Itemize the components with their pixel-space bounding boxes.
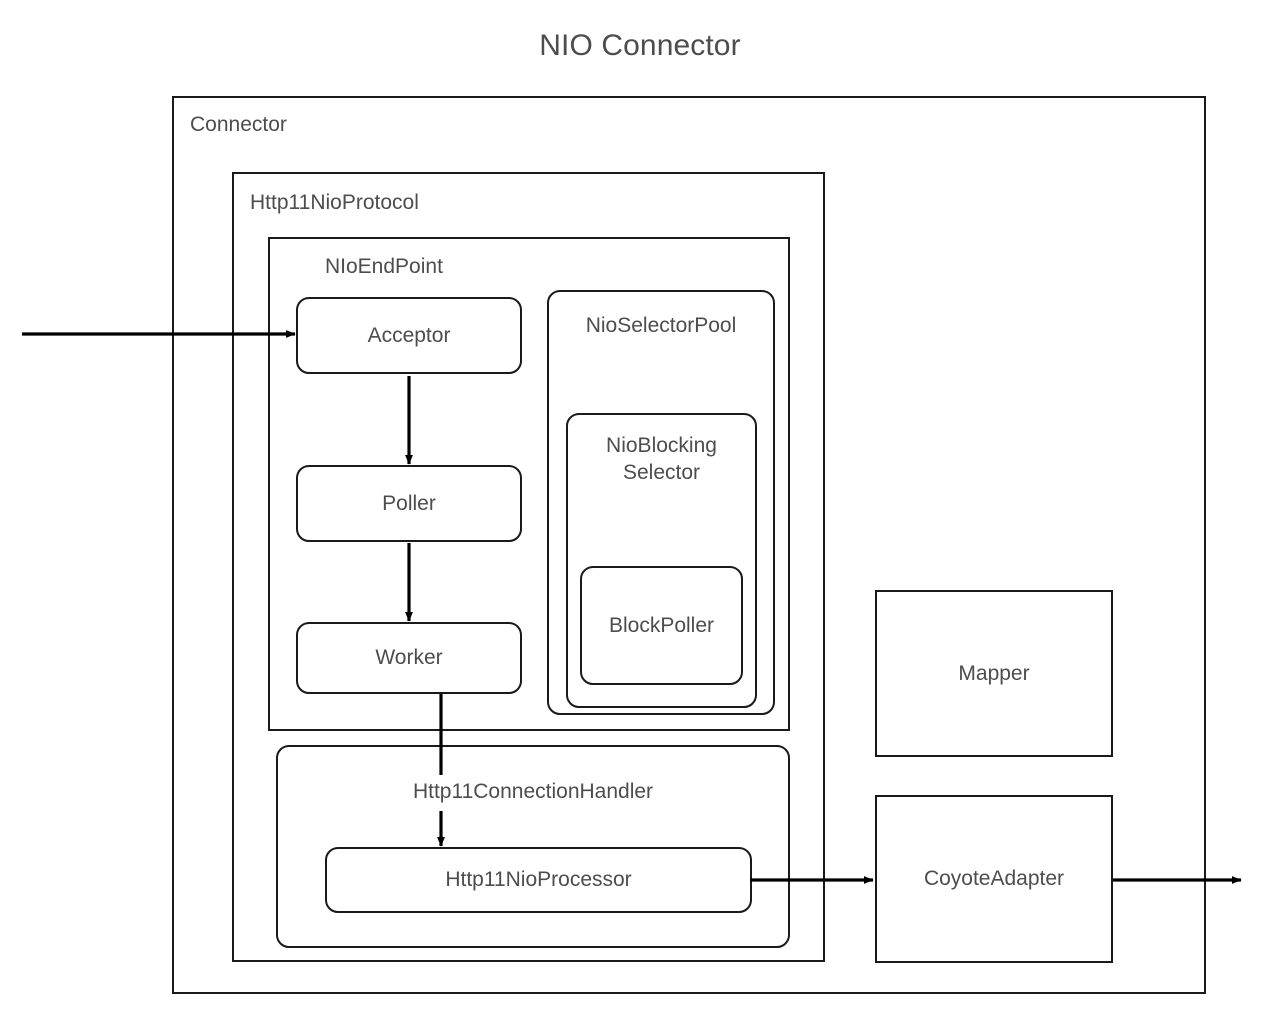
page-title: NIO Connector [539, 29, 741, 62]
connector-container-label: Connector [190, 113, 287, 136]
acceptor-node-label: Acceptor [367, 323, 451, 347]
nioblockingselector-node-label: NioBlocking Selector [606, 434, 717, 484]
acceptor-node: Acceptor [296, 297, 522, 374]
worker-node: Worker [296, 622, 522, 694]
coyoteadapter-node-label: CoyoteAdapter [923, 867, 1065, 890]
http11connectionhandler-node-label: Http11ConnectionHandler [412, 780, 654, 803]
nioselectorpool-node-label: NioSelectorPool [585, 314, 737, 337]
http11nioprocessor-node-label: Http11NioProcessor [445, 868, 632, 891]
http11connectionhandler-node: Http11ConnectionHandler [276, 745, 790, 948]
poller-node-label: Poller [382, 491, 436, 515]
http11nioprocessor-node: Http11NioProcessor [325, 847, 752, 913]
mapper-node: Mapper [875, 590, 1113, 757]
poller-node: Poller [296, 465, 522, 542]
worker-node-label: Worker [375, 646, 443, 669]
blockpoller-node: BlockPoller [580, 566, 743, 685]
mapper-node-label: Mapper [958, 661, 1030, 685]
blockpoller-node-label: BlockPoller [608, 613, 715, 637]
http11nioprotocol-container-label: Http11NioProtocol [250, 191, 419, 214]
nioendpoint-container-label: NIoEndPoint [325, 255, 443, 278]
coyoteadapter-node: CoyoteAdapter [875, 795, 1113, 963]
